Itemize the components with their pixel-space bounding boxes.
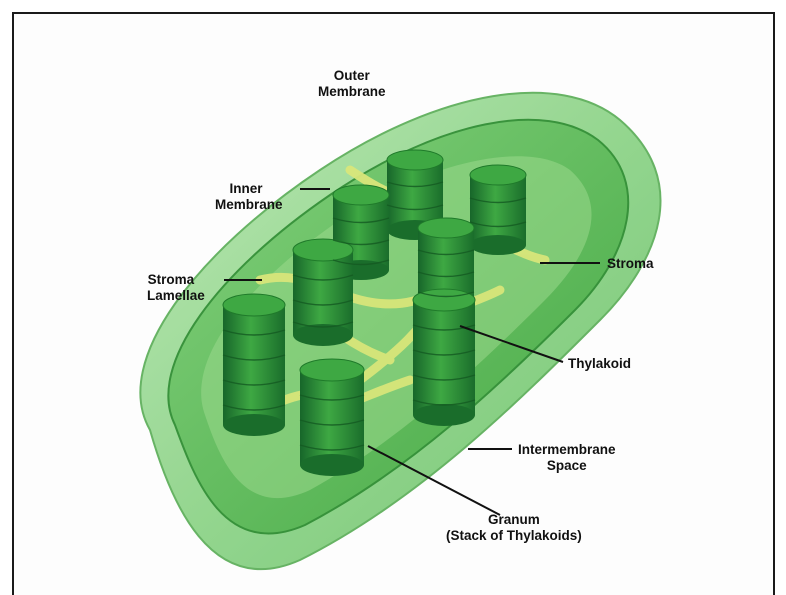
label-thylakoid: Thylakoid (568, 356, 631, 372)
label-outer-membrane: Outer Membrane (318, 68, 386, 100)
label-stroma-lamellae: Stroma Lamellae (147, 272, 205, 304)
granum-stack (223, 294, 285, 436)
granum-stack (300, 359, 364, 476)
label-intermembrane-space: Intermembrane Space (518, 442, 616, 474)
label-inner-membrane: Inner Membrane (215, 181, 283, 213)
granum-stack (470, 165, 526, 255)
granum-stack (293, 239, 353, 346)
label-stroma: Stroma (607, 256, 654, 272)
label-granum: Granum (Stack of Thylakoids) (446, 512, 582, 544)
